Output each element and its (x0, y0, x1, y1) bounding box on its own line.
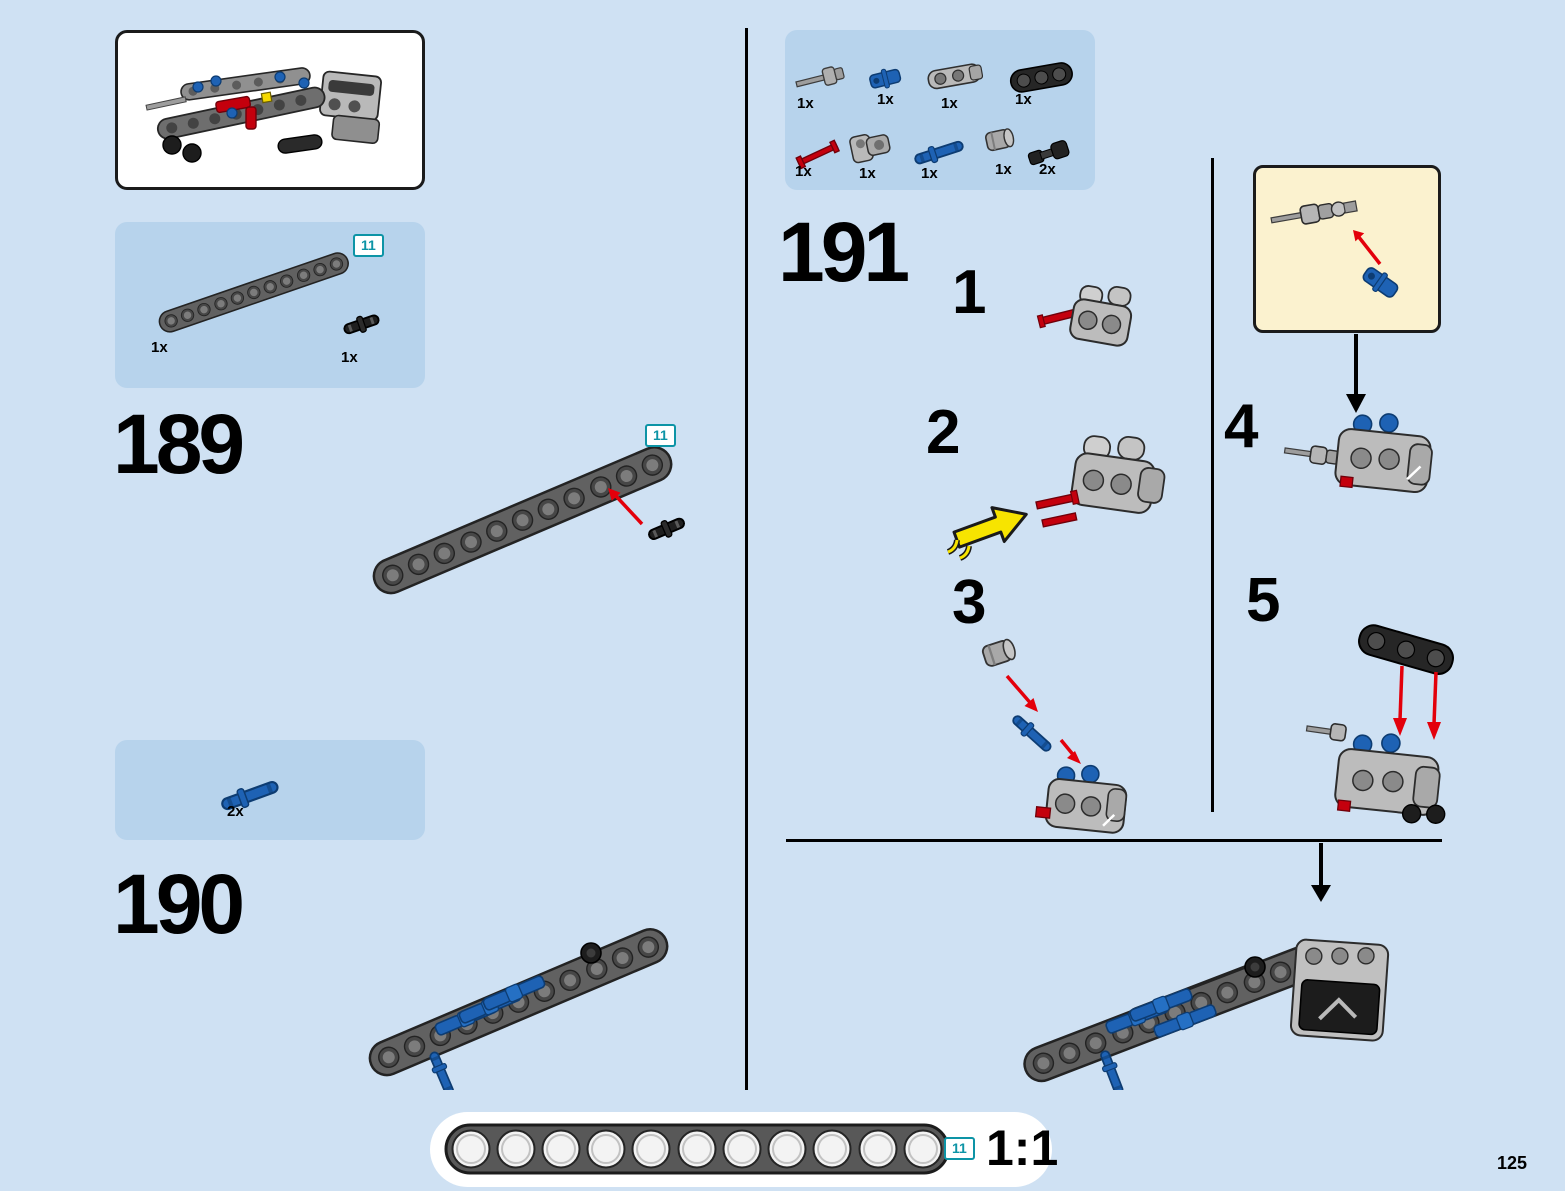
substep-4-illustration (1283, 413, 1433, 494)
blue-axle-pin-connector-part (869, 68, 902, 89)
black-axle-joiner-part (1027, 140, 1070, 166)
section-divider (786, 839, 1442, 842)
grey-connector-part (1334, 413, 1433, 494)
substep-number-5: 5 (1246, 566, 1281, 635)
part-count-label: 1x (797, 95, 814, 112)
black-flow-arrow (1346, 334, 1366, 413)
beam-11-part (155, 249, 352, 336)
bag-number-badge: 11 (353, 234, 384, 257)
badge-label: 11 (361, 237, 376, 253)
step-number-191: 191 (778, 205, 910, 299)
scale-beam-11-illustration (444, 1123, 950, 1175)
red-insertion-arrow (1005, 674, 1038, 712)
grey-connector-part (1070, 435, 1166, 514)
bag-number-badge: 11 (645, 424, 676, 447)
grey-connector-part (1069, 285, 1133, 347)
grey-perpendicular-connector-part (849, 134, 891, 164)
parts-box-step-190: 2x (115, 740, 425, 840)
part-count-label: 2x (1039, 161, 1056, 178)
model-preview-box (115, 30, 425, 190)
beam-11-part (363, 922, 674, 1082)
substep-5-illustration (1305, 624, 1454, 824)
substep-number-1: 1 (952, 258, 987, 327)
red-insertion-arrow (1427, 671, 1441, 740)
grey-bush-part (983, 127, 1017, 153)
blue-pin-part (1008, 711, 1056, 756)
column-divider (745, 28, 748, 1090)
parts-191-illustration (795, 62, 1073, 170)
part-count-label: 1x (859, 165, 876, 182)
part-count-label: 1x (341, 349, 358, 366)
red-insertion-arrow (1059, 738, 1081, 764)
grey-axle-joint-part (1283, 445, 1340, 465)
scale-label: 1:1 (986, 1120, 1059, 1176)
grey-bush-part (980, 636, 1019, 669)
substep-3-illustration (980, 636, 1128, 834)
page-number: 125 (1497, 1153, 1528, 1173)
badge-label: 11 (653, 427, 668, 443)
blue-pin-part (425, 1049, 459, 1090)
grey-axle-joint-part (1305, 723, 1347, 742)
part-count-label: 1x (995, 161, 1012, 178)
black-pin-part (341, 309, 382, 339)
part-count-label: 1x (941, 95, 958, 112)
substep-divider (1211, 158, 1214, 812)
substep-number-3: 3 (952, 568, 987, 637)
red-axle-part (1036, 308, 1076, 329)
red-insertion-arrow (1393, 665, 1407, 736)
parts-box-step-191: 1x 1x 1x 1x 1x 1x 1x 1x 2x (785, 30, 1095, 190)
black-thick-beam-3-part (1358, 624, 1454, 675)
blue-axle-pin-connector-part (1362, 267, 1399, 298)
part-count-label: 1x (795, 163, 812, 180)
grey-axle-joint-part (1270, 200, 1358, 225)
part-count-label: 1x (921, 165, 938, 182)
part-count-label: 1x (877, 91, 894, 108)
black-thick-beam-3-part (1009, 62, 1073, 93)
detail-callout-illustration (1270, 200, 1399, 298)
beam-11-part (367, 440, 678, 600)
step-number-190: 190 (113, 857, 245, 951)
step-189-illustration (367, 440, 688, 600)
red-insertion-arrow (608, 488, 644, 526)
step-number-189: 189 (113, 397, 245, 491)
black-pin-part (645, 512, 688, 545)
yellow-attention-arrow (946, 506, 1028, 561)
substep-number-2: 2 (926, 398, 961, 467)
part-count-label: 2x (227, 803, 244, 820)
substep-number-4: 4 (1224, 392, 1259, 461)
part-count-label: 1x (151, 339, 168, 356)
step-191-result-illustration (1018, 938, 1390, 1090)
model-preview-illustration (145, 67, 382, 163)
red-insertion-arrow (1353, 230, 1382, 266)
parts-box-step-189: 11 1x 1x (115, 222, 425, 388)
grey-pin-connector-block-part (927, 63, 984, 90)
panel-assembly-part (1289, 938, 1390, 1042)
bag-number-badge: 11 (944, 1137, 975, 1160)
beam-11-part (1018, 938, 1332, 1088)
grey-connector-part (1034, 764, 1128, 834)
detail-callout-box (1253, 165, 1441, 333)
black-flow-arrow (1311, 843, 1331, 902)
scale-1to1-panel: 11 1:1 (430, 1112, 1058, 1187)
parts-190-illustration (218, 775, 282, 816)
badge-label: 11 (952, 1140, 967, 1156)
substep-1-illustration (1036, 285, 1133, 347)
part-count-label: 1x (1015, 91, 1032, 108)
step-190-illustration (363, 922, 674, 1090)
blue-pin-part (912, 136, 966, 169)
grey-connector-part (1334, 733, 1446, 824)
substep-2-illustration (1035, 435, 1166, 528)
red-axle-part (1035, 489, 1080, 510)
red-axle-part (1041, 512, 1078, 528)
grey-axle-with-stop-part (795, 66, 845, 88)
